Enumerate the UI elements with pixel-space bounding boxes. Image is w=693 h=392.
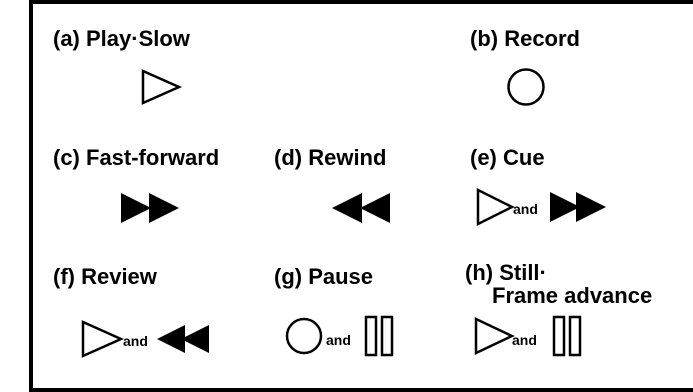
and-connector: and — [513, 201, 538, 217]
play-slow-label: (a) Play·Slow — [53, 26, 190, 51]
and-connector: and — [326, 332, 351, 348]
review-symbol: and — [81, 320, 241, 360]
and-connector: and — [512, 332, 537, 348]
and-connector: and — [123, 333, 148, 349]
pause-icon — [568, 315, 582, 357]
review-label: (f) Review — [53, 264, 157, 289]
fast-forward-label: (c) Fast-forward — [53, 145, 220, 170]
play-icon — [141, 69, 183, 105]
still-frame-advance-label-line2: Frame advance — [492, 283, 653, 308]
record-icon — [285, 317, 323, 355]
play-icon — [476, 187, 515, 227]
pause-symbol: and — [284, 312, 444, 362]
pause-icon — [364, 315, 378, 357]
pause-icon — [380, 315, 394, 357]
fast-forward-icon — [576, 192, 606, 222]
cue-symbol: and — [476, 187, 646, 228]
diagram-frame — [29, 0, 693, 392]
still-frame-advance-symbol: and — [474, 312, 634, 362]
still-frame-advance-label: (h) Still· Frame advance — [465, 262, 652, 307]
rewind-icon — [157, 325, 185, 353]
pause-label: (g) Pause — [274, 264, 374, 289]
fast-forward-icon — [121, 193, 181, 223]
rewind-label: (d) Rewind — [274, 145, 387, 170]
rewind-icon — [181, 325, 209, 353]
record-label: (b) Record — [470, 26, 580, 51]
fast-forward-icon — [550, 192, 580, 222]
still-frame-advance-label-line1: (h) Still· — [465, 260, 547, 285]
cue-label: (e) Cue — [470, 145, 545, 170]
rewind-icon — [332, 193, 392, 223]
play-icon — [81, 320, 125, 358]
record-icon — [506, 67, 546, 107]
pause-icon — [552, 315, 566, 357]
play-icon — [474, 317, 515, 355]
